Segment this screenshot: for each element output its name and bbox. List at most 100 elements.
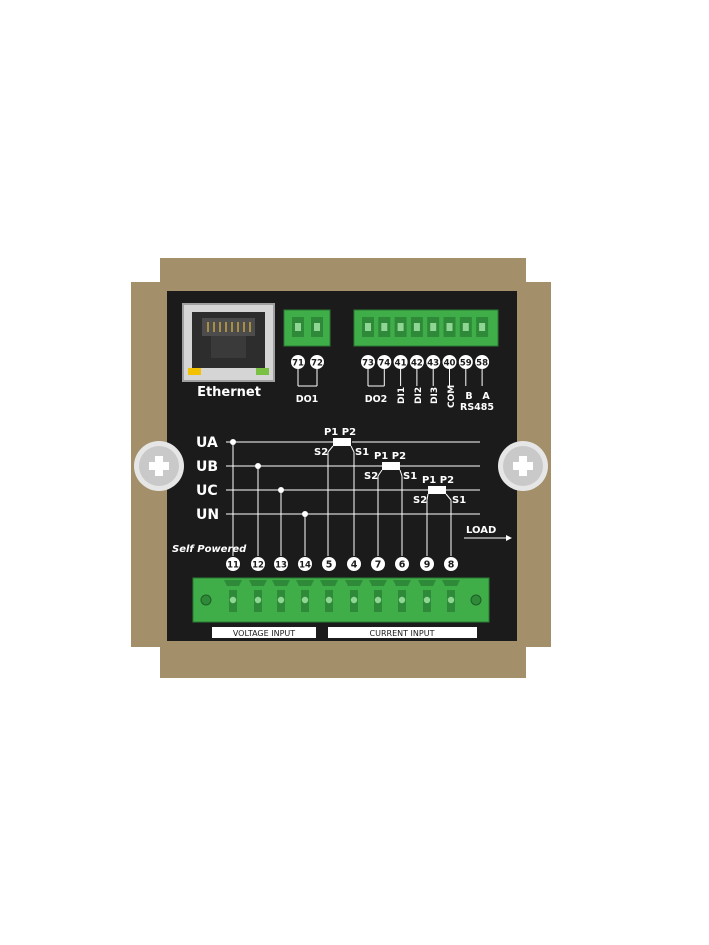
svg-text:S1: S1 <box>403 471 417 482</box>
io-screw-icon <box>413 323 420 331</box>
voltage-input-plate <box>212 627 316 638</box>
svg-text:S2: S2 <box>364 471 378 482</box>
input-slot-tab <box>369 580 387 586</box>
input-slot-tab <box>442 580 460 586</box>
svg-text:59: 59 <box>460 358 472 368</box>
svg-text:5: 5 <box>326 559 333 570</box>
svg-text:13: 13 <box>275 560 287 570</box>
input-screw-icon <box>229 596 237 604</box>
ethernet-led-yellow <box>188 368 201 375</box>
input-screw-icon <box>398 596 406 604</box>
line-label-un: UN <box>196 507 219 523</box>
terminal-14: 14 <box>297 556 313 572</box>
io-screw-icon <box>462 323 469 331</box>
svg-text:S2: S2 <box>413 495 427 506</box>
svg-text:8: 8 <box>448 559 455 570</box>
input-screw-icon <box>423 596 431 604</box>
svg-text:73: 73 <box>362 358 374 368</box>
rs485-b-label: B <box>465 391 472 402</box>
svg-text:42: 42 <box>411 358 423 368</box>
terminal-72: 72 <box>309 354 325 370</box>
input-screw-icon <box>374 596 382 604</box>
io-screw-icon <box>381 323 388 331</box>
io-screw-icon <box>430 323 437 331</box>
input-slot-tab <box>320 580 338 586</box>
input-block-body <box>192 577 490 623</box>
current-input-label: CURRENT INPUT <box>370 629 435 638</box>
svg-text:71: 71 <box>292 358 304 368</box>
current-input-plate <box>328 627 477 638</box>
svg-text:41: 41 <box>395 358 407 368</box>
terminal-12: 12 <box>250 556 266 572</box>
right-screw-icon <box>498 441 548 491</box>
di2-label: DI2 <box>414 387 424 404</box>
svg-text:S2: S2 <box>314 447 328 458</box>
load-arrow-icon <box>464 535 512 541</box>
line-label-uc: UC <box>196 483 218 499</box>
terminal-8: 8 <box>443 556 459 572</box>
io-labels: DO1 DO2 DI1 DI2 DI3 COM B A RS485 <box>296 385 494 413</box>
svg-text:72: 72 <box>311 358 323 368</box>
rs485-label: RS485 <box>460 402 494 413</box>
terminal-73: 73 <box>360 354 376 370</box>
terminal-13: 13 <box>273 556 289 572</box>
svg-text:43: 43 <box>427 358 439 368</box>
input-screw-icon <box>301 596 309 604</box>
svg-text:74: 74 <box>378 358 390 368</box>
do1-terminal-block[interactable]: 71 72 <box>283 309 331 387</box>
rs485-a-label: A <box>482 391 490 402</box>
svg-text:6: 6 <box>399 559 406 570</box>
left-screw-icon <box>134 441 184 491</box>
input-screw-icon <box>254 596 262 604</box>
do1-screw-icon <box>314 323 320 331</box>
terminal-43: 43 <box>425 354 442 370</box>
input-slot-tab <box>224 580 242 586</box>
input-slot-tab <box>272 580 290 586</box>
io-screw-icon <box>397 323 404 331</box>
svg-text:S1: S1 <box>452 495 466 506</box>
svg-text:4: 4 <box>351 559 358 570</box>
svg-text:S1: S1 <box>355 447 369 458</box>
input-screw-icon <box>277 596 285 604</box>
ethernet-label: Ethernet <box>197 385 261 400</box>
io-screw-icon <box>365 323 371 331</box>
terminal-40: 40 <box>441 354 458 370</box>
svg-text:40: 40 <box>444 358 456 368</box>
input-slot-tab <box>393 580 411 586</box>
ethernet-pins <box>207 322 251 332</box>
svg-text:12: 12 <box>252 560 264 570</box>
input-slot-tab <box>296 580 314 586</box>
do1-screw-icon <box>295 323 301 331</box>
line-label-ua: UA <box>196 435 218 451</box>
svg-text:9: 9 <box>424 559 431 570</box>
input-screw-icon <box>350 596 358 604</box>
di3-label: DI3 <box>430 387 440 404</box>
ethernet-port[interactable] <box>182 303 275 382</box>
do1-label: DO1 <box>296 394 319 405</box>
io-screw-icon <box>479 323 486 331</box>
terminal-7: 7 <box>370 556 386 572</box>
terminal-58: 58 <box>474 354 491 370</box>
input-screw-icon <box>325 596 333 604</box>
block-mount-screw-icon <box>470 594 482 606</box>
self-powered-label: Self Powered <box>172 544 247 555</box>
line-label-ub: UB <box>196 459 218 475</box>
com-label: COM <box>447 385 457 408</box>
terminal-71: 71 <box>290 354 306 370</box>
voltage-input-label: VOLTAGE INPUT <box>233 629 295 638</box>
svg-text:P1 P2: P1 P2 <box>324 427 356 438</box>
svg-text:P1 P2: P1 P2 <box>374 451 406 462</box>
current-transformer-1: P1 P2 S2 S1 <box>314 427 369 556</box>
io-screw-icon <box>446 323 453 331</box>
do2-label: DO2 <box>365 394 388 405</box>
svg-text:7: 7 <box>375 559 382 570</box>
terminal-4: 4 <box>346 556 362 572</box>
block-mount-screw-icon <box>200 594 212 606</box>
ethernet-led-green <box>256 368 269 375</box>
input-screw-icon <box>447 596 455 604</box>
